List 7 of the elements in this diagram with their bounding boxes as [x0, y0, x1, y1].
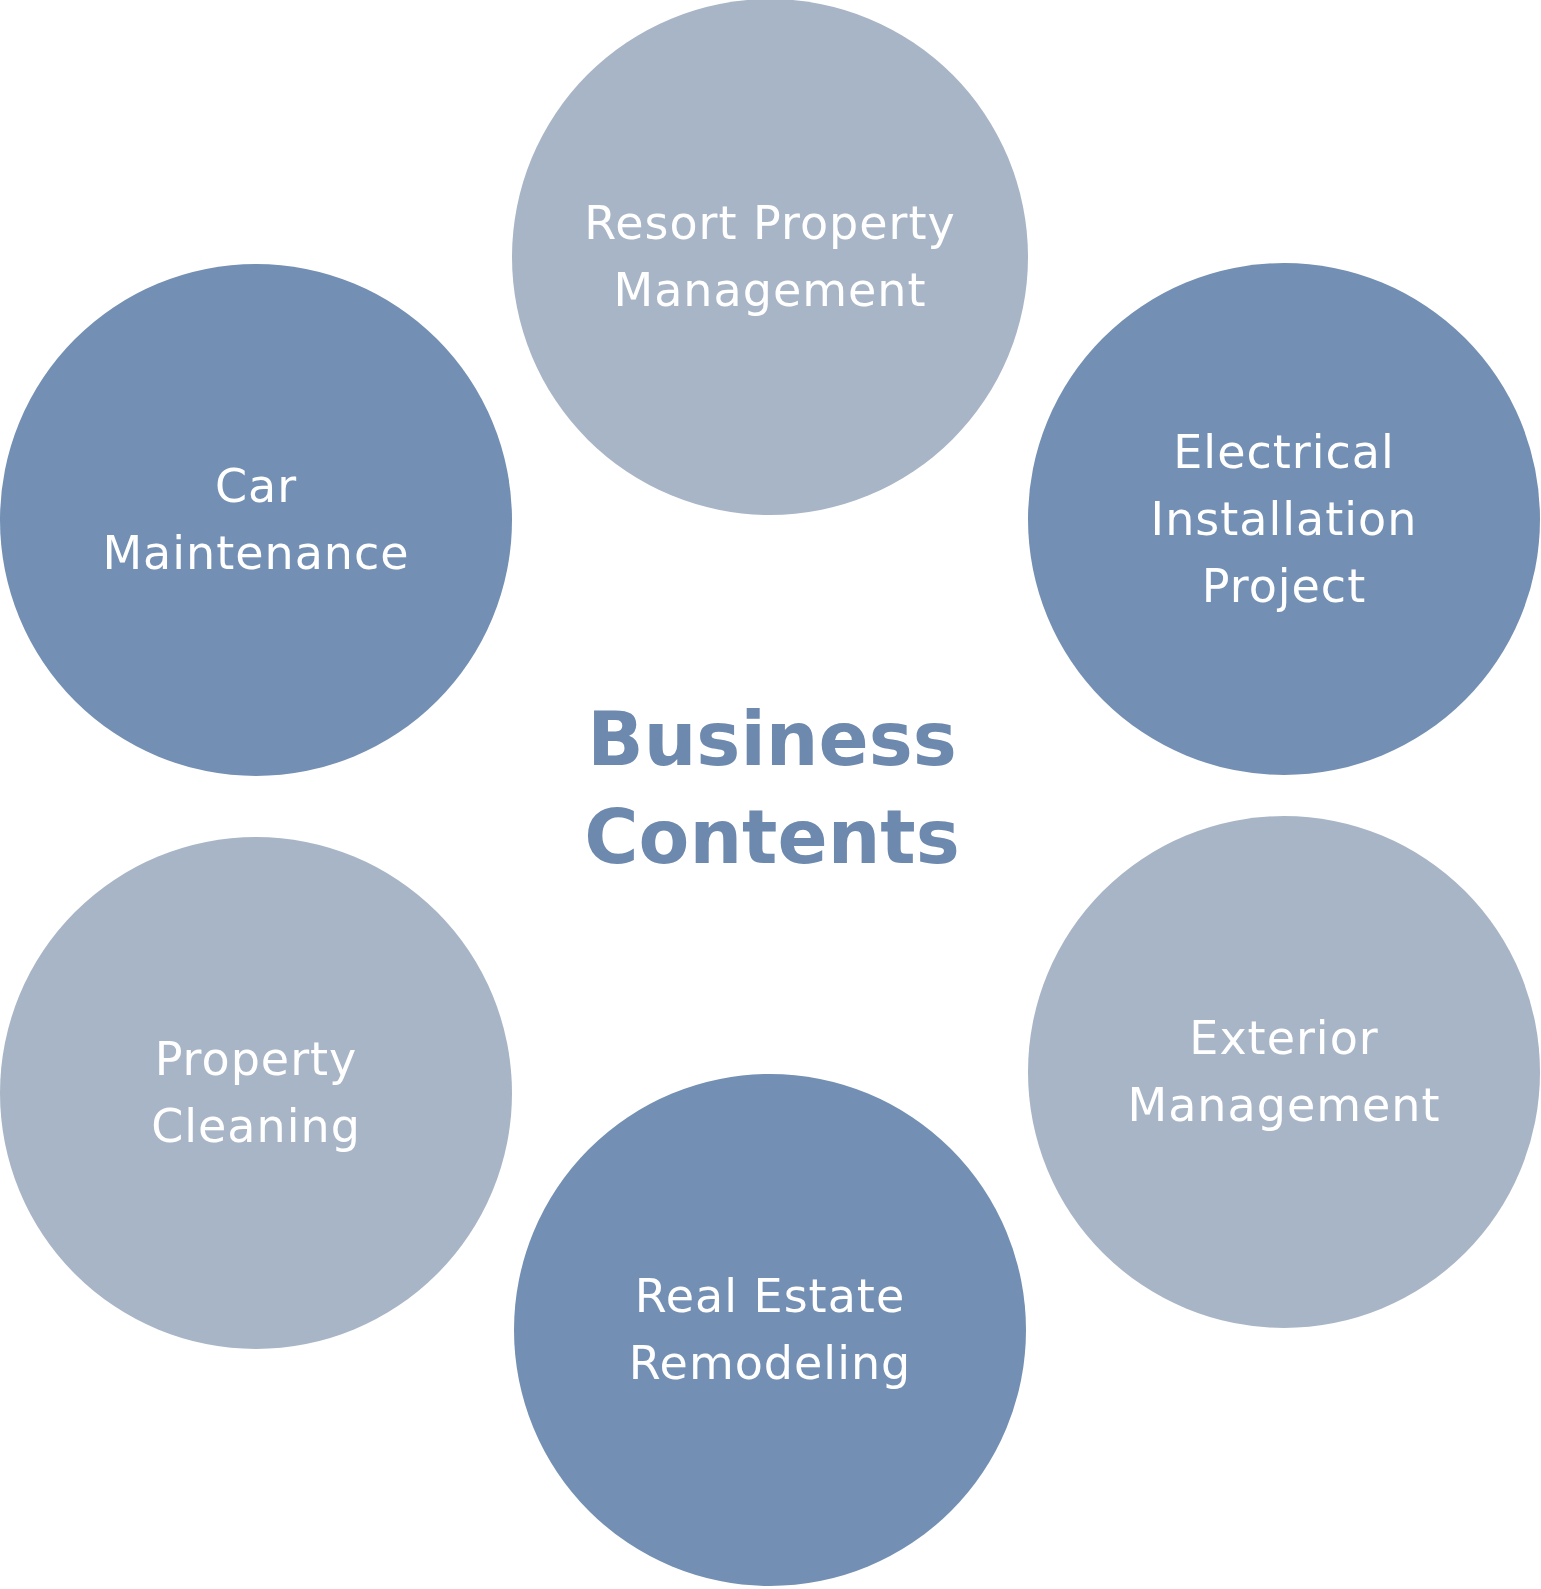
center-title: Business Contents — [583, 695, 961, 882]
node-label: Exterior Management — [1126, 1010, 1442, 1134]
node-label: Property Cleaning — [150, 1031, 362, 1155]
node-label: Car Maintenance — [101, 458, 411, 582]
node-label: Electrical Installation Project — [1149, 423, 1419, 615]
node-label: Real Estate Remodeling — [627, 1268, 913, 1392]
node-label: Resort Property Management — [583, 195, 957, 319]
